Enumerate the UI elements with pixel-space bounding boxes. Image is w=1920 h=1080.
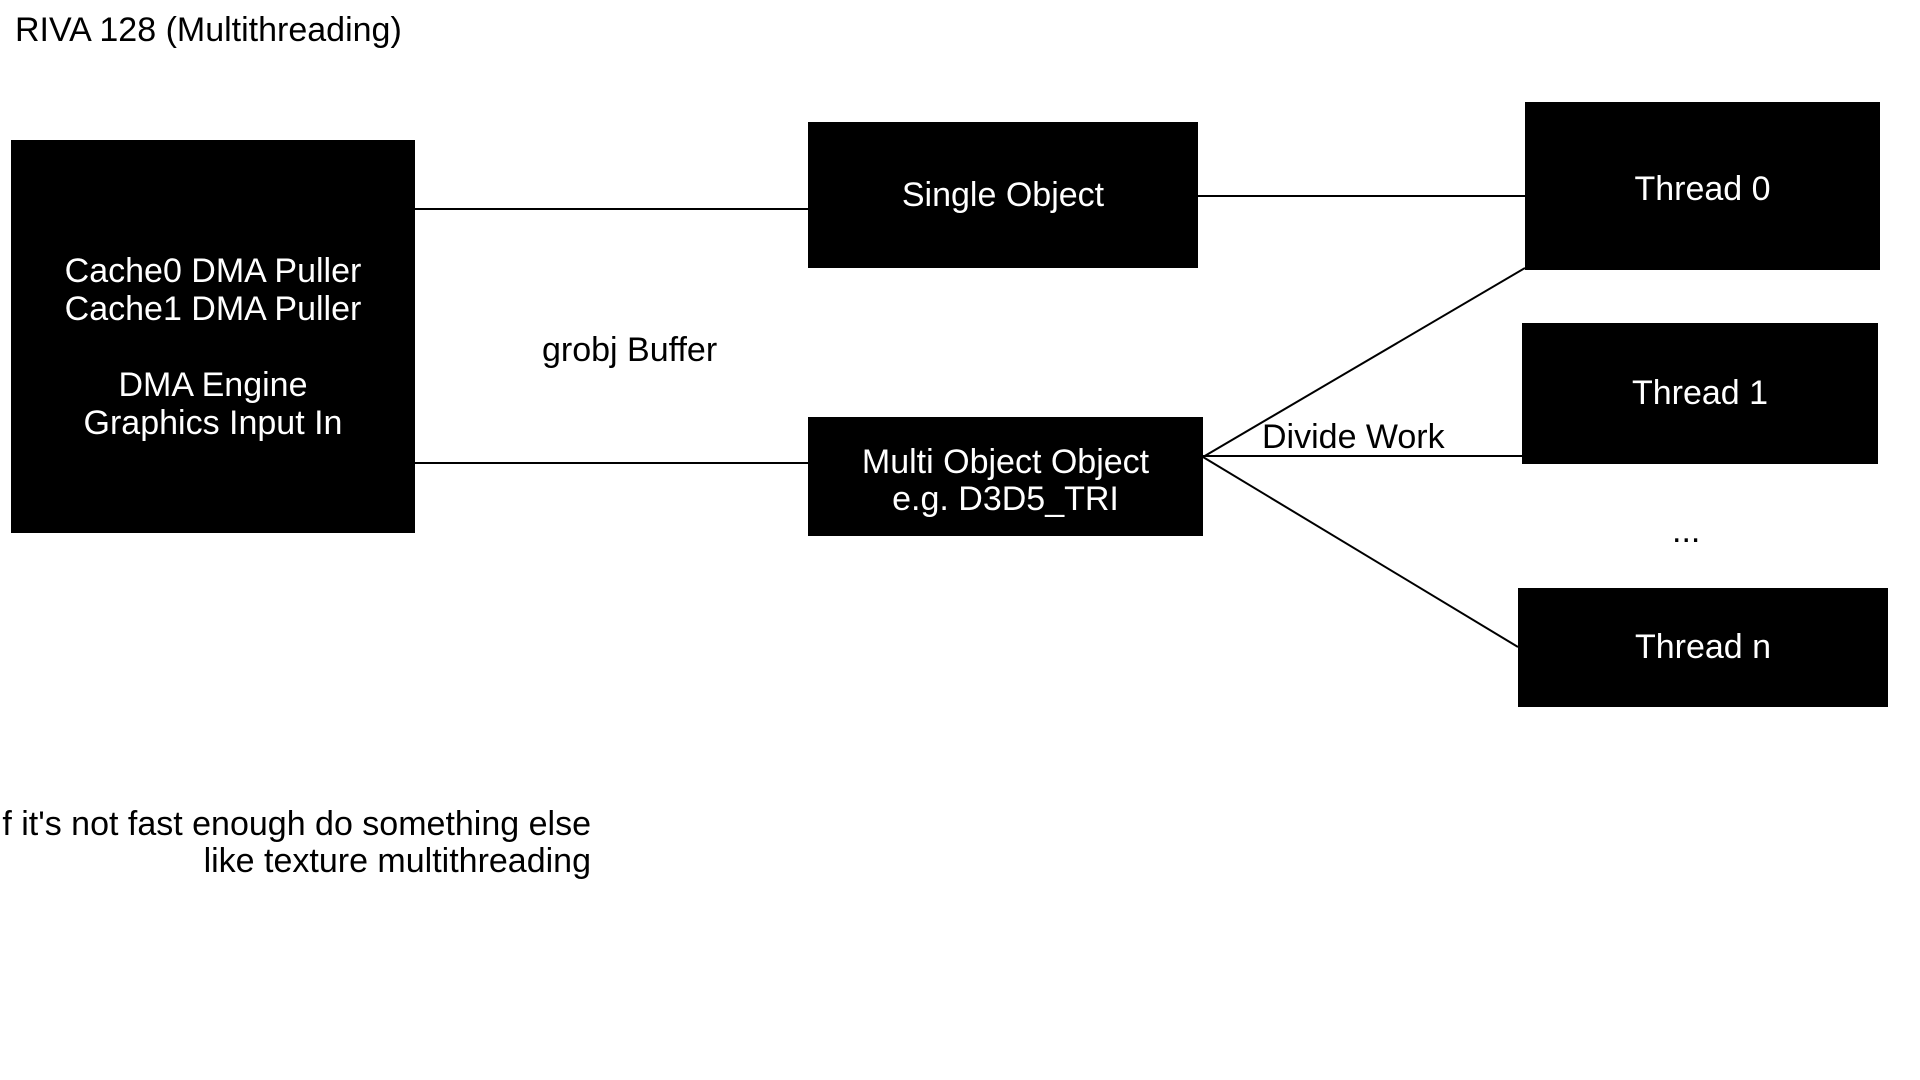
node-multi-object-label: Multi Object Object e.g. D3D5_TRI [861, 442, 1150, 518]
node-single-object-label: Single Object [901, 175, 1105, 214]
node-thread-n-label: Thread n [1634, 628, 1772, 666]
page-title: RIVA 128 (Multithreading) [15, 11, 402, 49]
node-dma-engine: Cache0 DMA Puller Cache1 DMA Puller DMA … [11, 140, 415, 533]
node-single-object: Single Object [808, 122, 1198, 268]
connector-multi-to-threadn [1202, 456, 1519, 648]
node-multi-object: Multi Object Object e.g. D3D5_TRI [808, 417, 1203, 536]
divide-work-label: Divide Work [1262, 418, 1445, 456]
node-thread-1: Thread 1 [1522, 323, 1878, 464]
node-thread-0: Thread 0 [1525, 102, 1880, 270]
node-thread-n: Thread n [1518, 588, 1888, 707]
node-thread-0-label: Thread 0 [1634, 169, 1771, 208]
node-thread-1-label: Thread 1 [1631, 374, 1769, 412]
threads-ellipsis-label: ... [1672, 512, 1701, 550]
bottom-note: If it's not fast enough do something els… [0, 805, 591, 880]
node-dma-engine-label: Cache0 DMA Puller Cache1 DMA Puller DMA … [64, 251, 362, 442]
grobj-buffer-label: grobj Buffer [542, 331, 718, 369]
